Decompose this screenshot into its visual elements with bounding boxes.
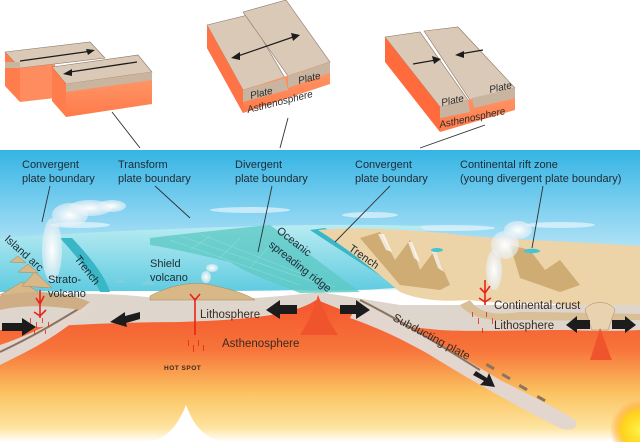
lithosphere-band xyxy=(0,292,640,331)
inset-transform-boundary xyxy=(4,41,153,117)
core-glow xyxy=(610,400,640,442)
label-divergent-2: plate boundary xyxy=(235,173,308,185)
arrow-left-icon xyxy=(110,312,140,327)
label-convergent-right-1: Convergent xyxy=(355,159,412,171)
inset-divergent-boundary: Plate Plate Asthenosphere xyxy=(206,0,331,116)
label-convergent-left-2: plate boundary xyxy=(22,173,95,185)
label-shield-2: volcano xyxy=(150,272,188,284)
arrow-left-icon xyxy=(266,300,297,319)
label-strato-1: Strato- xyxy=(48,274,81,286)
plate-label: Plate xyxy=(249,86,274,102)
ridge-upwelling xyxy=(300,295,338,335)
inset-convergent-boundary: Plate Plate Asthenosphere xyxy=(384,26,516,132)
label-hot-spot: HOT SPOT xyxy=(164,365,201,372)
magma-conduit xyxy=(33,280,492,335)
plate-motion-arrows xyxy=(2,300,636,387)
subducting-slab xyxy=(350,300,577,430)
shield-volcano xyxy=(149,283,256,301)
arrow-right-icon xyxy=(340,300,370,319)
asthenosphere-region xyxy=(0,300,640,442)
label-lithosphere-right: Lithosphere xyxy=(494,320,554,332)
arrow-inward-icon xyxy=(412,59,437,65)
plate-label: Plate xyxy=(488,80,513,96)
label-divergent-1: Divergent xyxy=(235,159,282,171)
arrow-right-icon xyxy=(19,50,93,62)
main-cross-section xyxy=(0,150,640,442)
boundary-labels: Convergent plate boundary Transform plat… xyxy=(22,159,621,185)
label-shield-1: Shield xyxy=(150,258,181,270)
label-strato-2: volcano xyxy=(48,288,86,300)
label-lithosphere-mid: Lithosphere xyxy=(200,309,260,321)
arrow-left-icon xyxy=(566,316,590,333)
rift-lake xyxy=(524,248,540,254)
label-rift-1: Continental rift zone xyxy=(460,159,558,171)
arrow-down-icon xyxy=(473,371,495,387)
label-convergent-left-1: Convergent xyxy=(22,159,79,171)
label-continental-crust: Continental crust xyxy=(494,300,581,312)
arrow-right-icon xyxy=(2,318,36,336)
arrow-left-icon xyxy=(69,61,138,73)
volcanic-plume xyxy=(42,200,532,290)
plate-label: Plate xyxy=(297,71,322,87)
trench-left xyxy=(60,238,110,292)
label-asthenosphere: Asthenosphere xyxy=(222,338,299,350)
plate-label: Plate xyxy=(440,93,465,109)
label-rift-2: (young divergent plate boundary) xyxy=(460,173,621,185)
arrow-outward-icon xyxy=(234,35,297,58)
label-transform-1: Transform xyxy=(118,159,168,171)
arrow-right-icon xyxy=(612,316,636,333)
label-convergent-right-2: plate boundary xyxy=(355,173,428,185)
label-transform-2: plate boundary xyxy=(118,173,191,185)
